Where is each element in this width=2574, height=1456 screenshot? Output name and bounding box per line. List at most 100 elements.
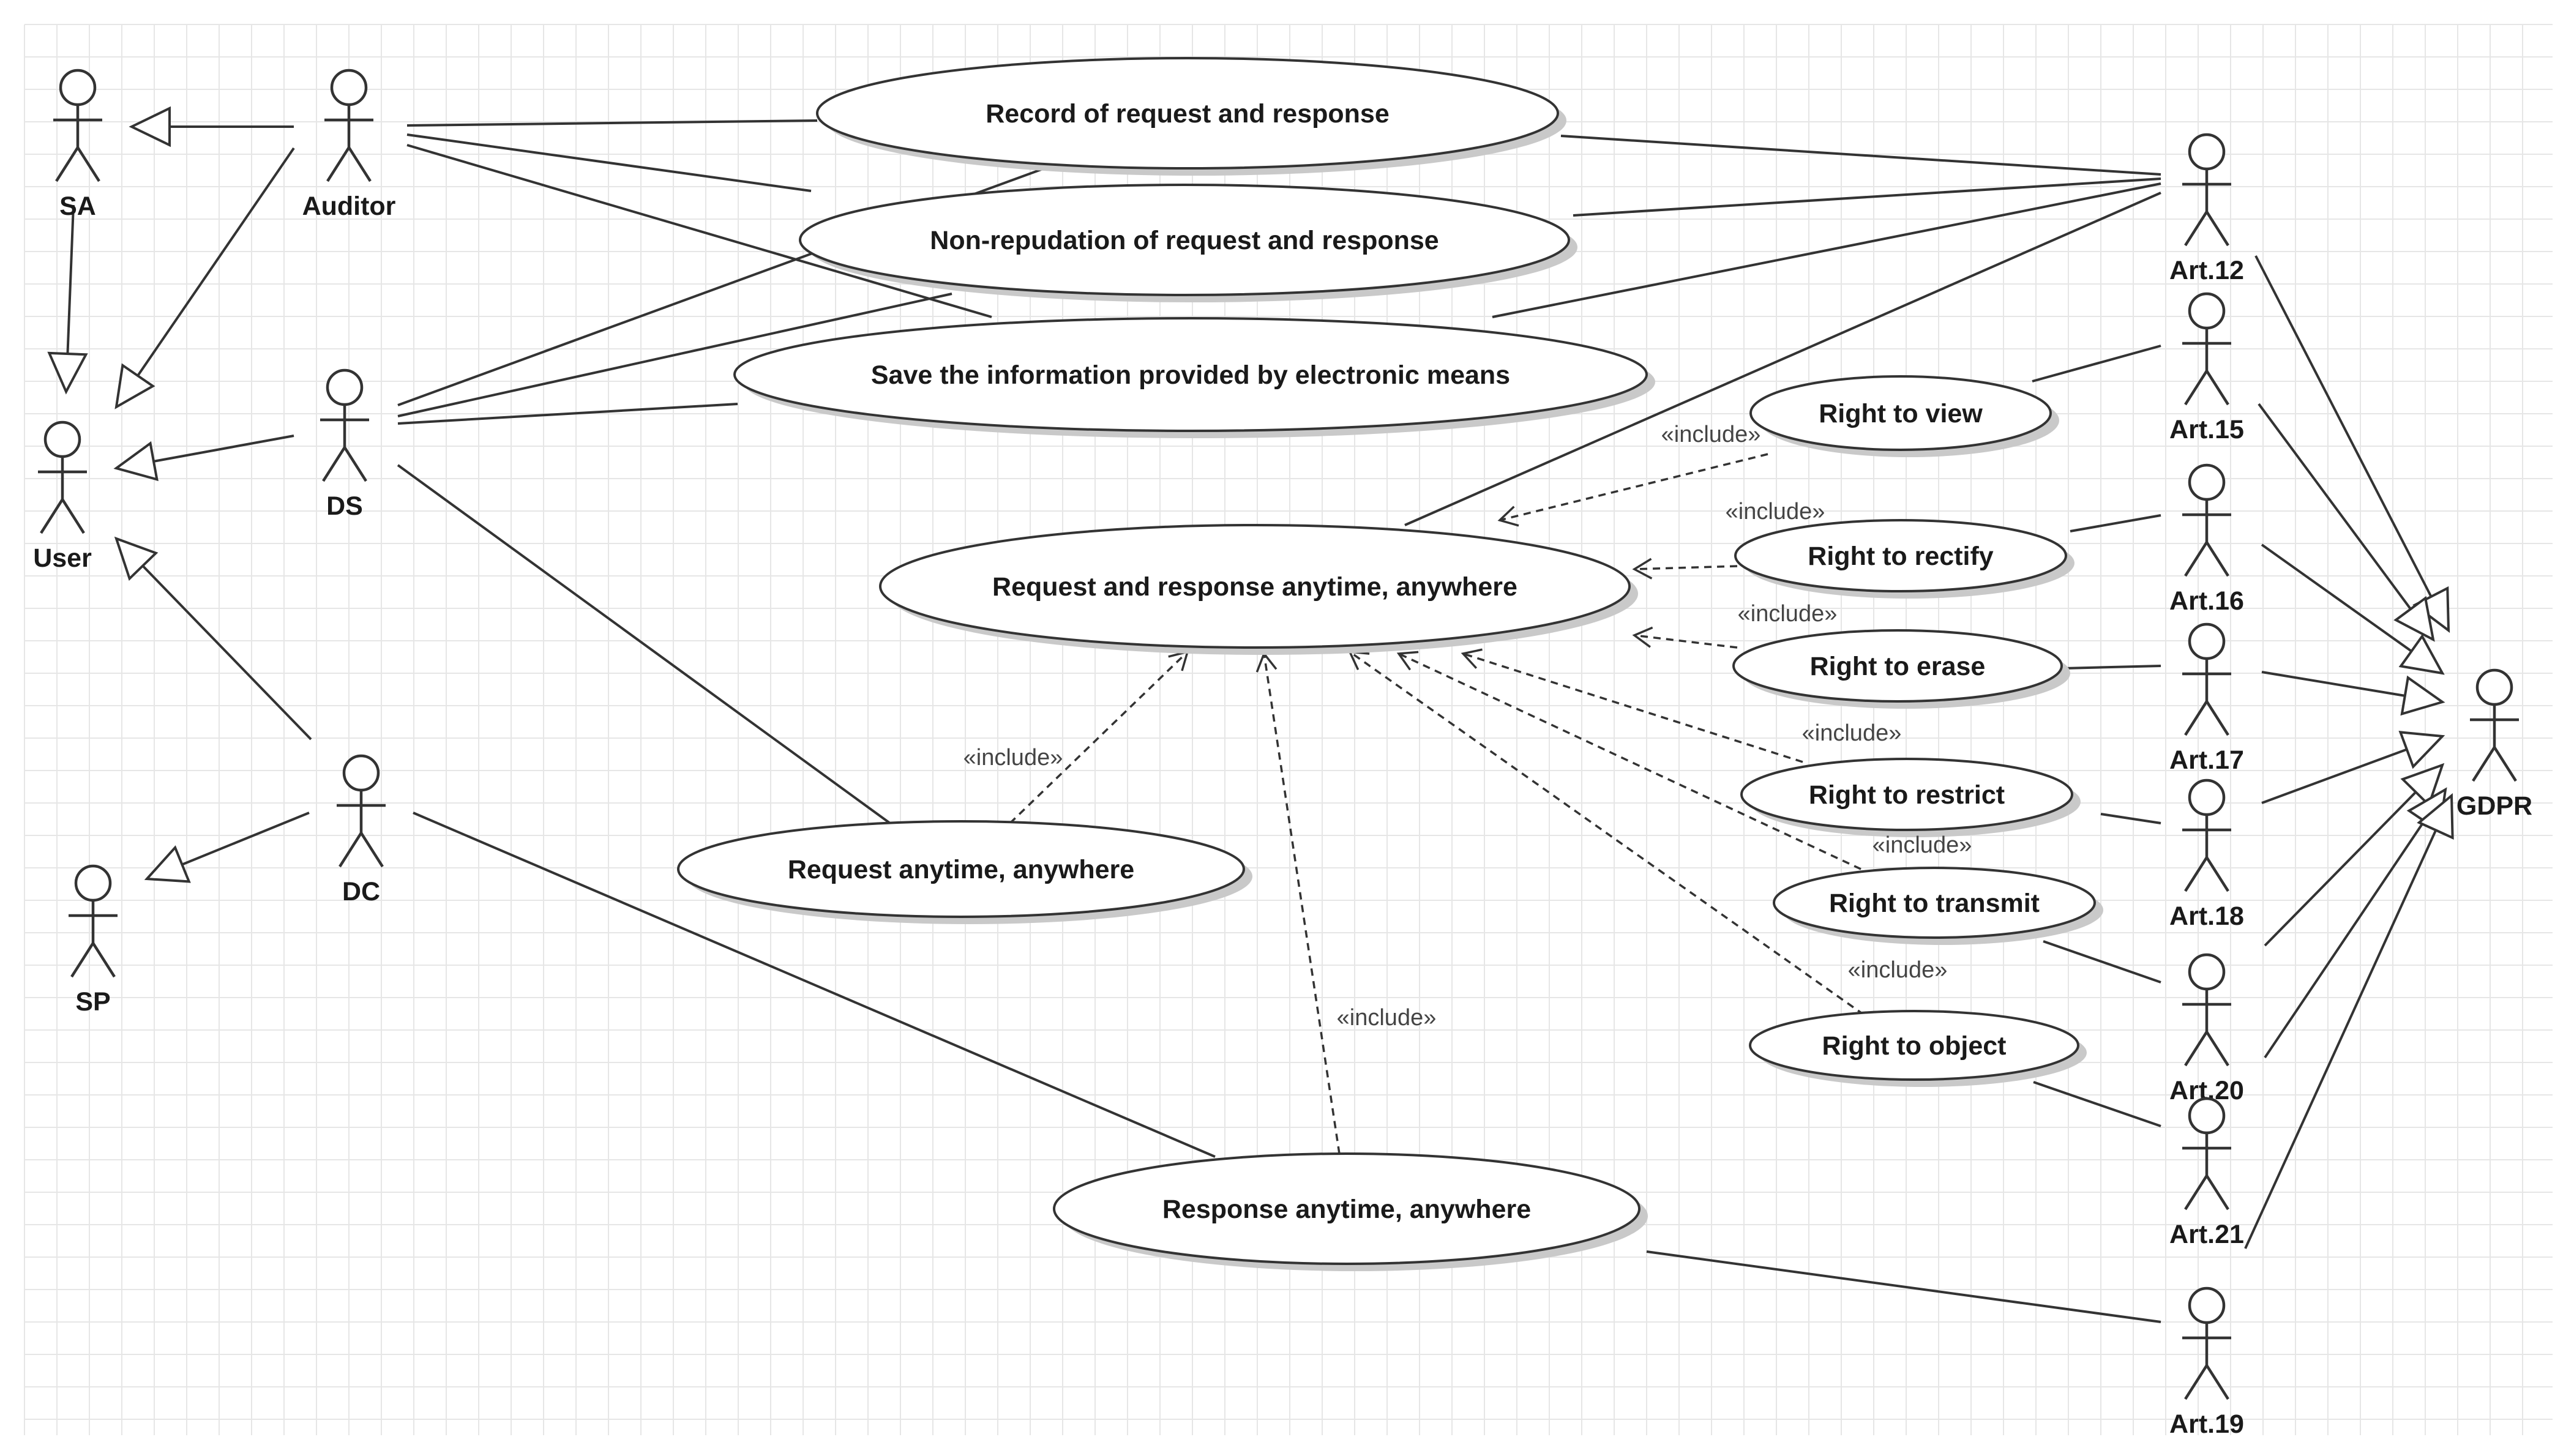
use-case-view[interactable]: Right to view: [1749, 375, 2059, 457]
use-case-record[interactable]: Record of request and response: [816, 57, 1566, 176]
actor-label: User: [33, 543, 92, 573]
actor-label: SA: [59, 192, 96, 221]
actor-dc[interactable]: DC: [337, 754, 386, 906]
association-dc-resp: [413, 812, 1216, 1158]
include-view-reqresp: [1497, 453, 1768, 527]
generalization-dc-sp: [144, 812, 310, 883]
actor-label: DS: [326, 491, 363, 521]
use-case-restrict[interactable]: Right to restrict: [1740, 758, 2081, 837]
use-case-label: Non-repudation of request and response: [930, 226, 1439, 255]
association-art12-save: [1492, 182, 2161, 318]
include-label: «include»: [1738, 601, 1838, 627]
association-art16-rectify: [2070, 514, 2161, 532]
include-labels: «include» «include» «include» «include» «inc…: [963, 422, 1972, 1031]
use-case-erase[interactable]: Right to erase: [1732, 629, 2070, 709]
actor-ds[interactable]: DS: [320, 368, 369, 521]
actor-label: Art.17: [2169, 745, 2244, 775]
actor-label: Art.18: [2169, 902, 2244, 931]
actor-gdpr[interactable]: GDPR: [2456, 668, 2532, 821]
use-case-label: Save the information provided by electro…: [871, 360, 1510, 390]
include-label: «include»: [1873, 832, 1972, 858]
include-label: «include»: [1661, 422, 1761, 447]
use-case-label: Right to restrict: [1809, 780, 2005, 810]
generalization-auditor-user: [114, 147, 295, 409]
association-ds-save: [397, 403, 738, 425]
actor-label: Art.19: [2169, 1409, 2244, 1439]
actor-sp[interactable]: SP: [69, 864, 118, 1017]
actor-auditor[interactable]: Auditor: [302, 69, 396, 221]
actor-label: Auditor: [302, 192, 396, 221]
association-auditor-nonrep: [406, 133, 812, 192]
actor-label: Art.21: [2169, 1220, 2244, 1249]
actor-sa[interactable]: SA: [53, 69, 102, 221]
use-case-label: Response anytime, anywhere: [1162, 1195, 1531, 1224]
use-case-transmit[interactable]: Right to transmit: [1773, 867, 2103, 945]
association-art12-nonrep: [1573, 177, 2161, 217]
generalization-dc-user: [114, 536, 312, 741]
association-art21-object: [2033, 1081, 2161, 1127]
use-case-nonrep[interactable]: Non-repudation of request and response: [799, 184, 1577, 302]
association-art18-restrict: [2100, 813, 2161, 824]
use-case-req[interactable]: Request anytime, anywhere: [677, 820, 1252, 924]
use-case-save[interactable]: Save the information provided by electro…: [733, 317, 1655, 438]
use-case-label: Right to view: [1819, 399, 1983, 428]
generalization-art19-gdpr: [2244, 793, 2454, 1249]
association-art20-transmit: [2043, 940, 2161, 984]
generalization-art18-gdpr: [2261, 731, 2445, 804]
include-label: «include»: [1848, 957, 1948, 983]
include-label: «include»: [1726, 499, 1825, 525]
association-art12-reqresp: [1404, 192, 2161, 526]
include-restrict-reqresp: [1461, 648, 1803, 763]
actor-label: GDPR: [2456, 791, 2532, 821]
use-case-label: Record of request and response: [986, 99, 1390, 129]
relationship-lines: [47, 106, 2454, 1323]
actor-label: SP: [75, 987, 110, 1017]
generalization-sa-user: [47, 204, 88, 395]
use-case-reqresp[interactable]: Request and response anytime, anywhere: [879, 524, 1638, 655]
actor-art19[interactable]: Art.19: [2169, 1286, 2244, 1439]
association-auditor-record: [406, 119, 818, 127]
actor-label: Art.15: [2169, 415, 2244, 444]
use-case-label: Right to object: [1822, 1031, 2007, 1061]
generalization-art20-gdpr: [2264, 763, 2445, 947]
generalization-ds-user: [113, 435, 294, 482]
use-case-resp[interactable]: Response anytime, anywhere: [1053, 1152, 1648, 1271]
actor-art17[interactable]: Art.17: [2169, 622, 2244, 775]
include-label: «include»: [963, 745, 1063, 771]
use-case-label: Right to transmit: [1829, 889, 2040, 918]
include-resp-reqresp: [1255, 651, 1341, 1154]
actor-art15[interactable]: Art.15: [2169, 292, 2244, 444]
association-art19-resp: [1646, 1250, 2161, 1323]
generalization-art21-gdpr: [2264, 787, 2447, 1059]
actor-label: Art.12: [2169, 256, 2244, 285]
generalization-art15-gdpr: [2258, 403, 2435, 642]
generalization-auditor-sa: [129, 106, 294, 147]
actor-art18[interactable]: Art.18: [2169, 778, 2244, 931]
generalization-art12-gdpr: [2254, 255, 2450, 633]
use-case-rectify[interactable]: Right to rectify: [1734, 519, 2075, 599]
include-transmit-reqresp: [1396, 651, 1861, 870]
include-label: «include»: [1337, 1005, 1437, 1031]
actor-art16[interactable]: Art.16: [2169, 463, 2244, 616]
actor-user[interactable]: User: [33, 420, 92, 573]
association-ds-nonrep: [397, 293, 952, 417]
use-case-object[interactable]: Right to object: [1749, 1010, 2087, 1087]
include-erase-reqresp: [1632, 626, 1738, 649]
association-auditor-save: [406, 144, 992, 318]
use-case-label: Request anytime, anywhere: [788, 855, 1134, 884]
actor-art12[interactable]: Art.12: [2169, 133, 2244, 285]
association-art15-view: [2032, 345, 2161, 383]
actor-art21[interactable]: Art.21: [2169, 1097, 2244, 1249]
actor-label: Art.16: [2169, 586, 2244, 616]
include-rectify-reqresp: [1632, 558, 1738, 580]
generalization-art16-gdpr: [2261, 543, 2445, 675]
use-cases: Record of request and responseNon-repuda…: [677, 57, 2103, 1271]
use-case-label: Right to erase: [1810, 652, 1986, 681]
use-case-label: Request and response anytime, anywhere: [992, 572, 1517, 602]
association-art12-record: [1560, 135, 2161, 176]
use-case-label: Right to rectify: [1808, 542, 1993, 571]
association-ds-req: [397, 464, 894, 826]
